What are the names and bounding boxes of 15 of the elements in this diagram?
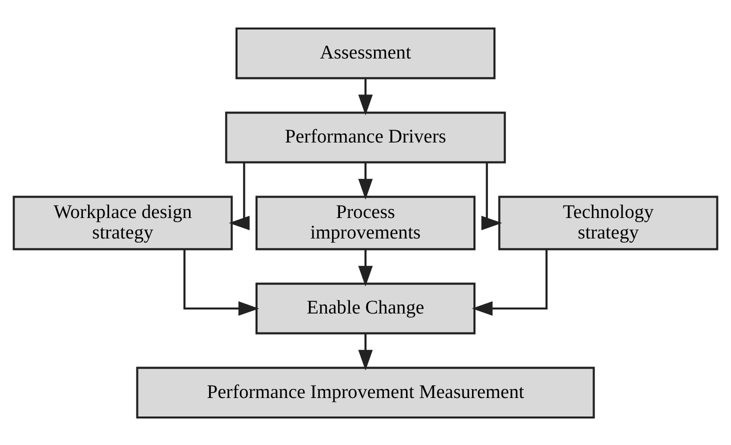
arrow: [358, 162, 373, 200]
node-box: Process improvements: [256, 195, 476, 250]
arrow: [183, 249, 260, 316]
arrow: [358, 249, 373, 286]
node-box: Workplace design strategy: [12, 195, 233, 250]
node-box: Assessment: [236, 26, 496, 79]
node-box: Technology strategy: [498, 195, 718, 250]
node-box: Performance Improvement Measurement: [136, 366, 595, 418]
arrow: [472, 249, 548, 316]
arrow: [481, 162, 502, 230]
arrow: [228, 162, 250, 230]
node-box: Performance Drivers: [225, 111, 506, 163]
arrow: [358, 78, 373, 115]
arrow: [358, 333, 373, 370]
node-box: Enable Change: [256, 282, 476, 334]
